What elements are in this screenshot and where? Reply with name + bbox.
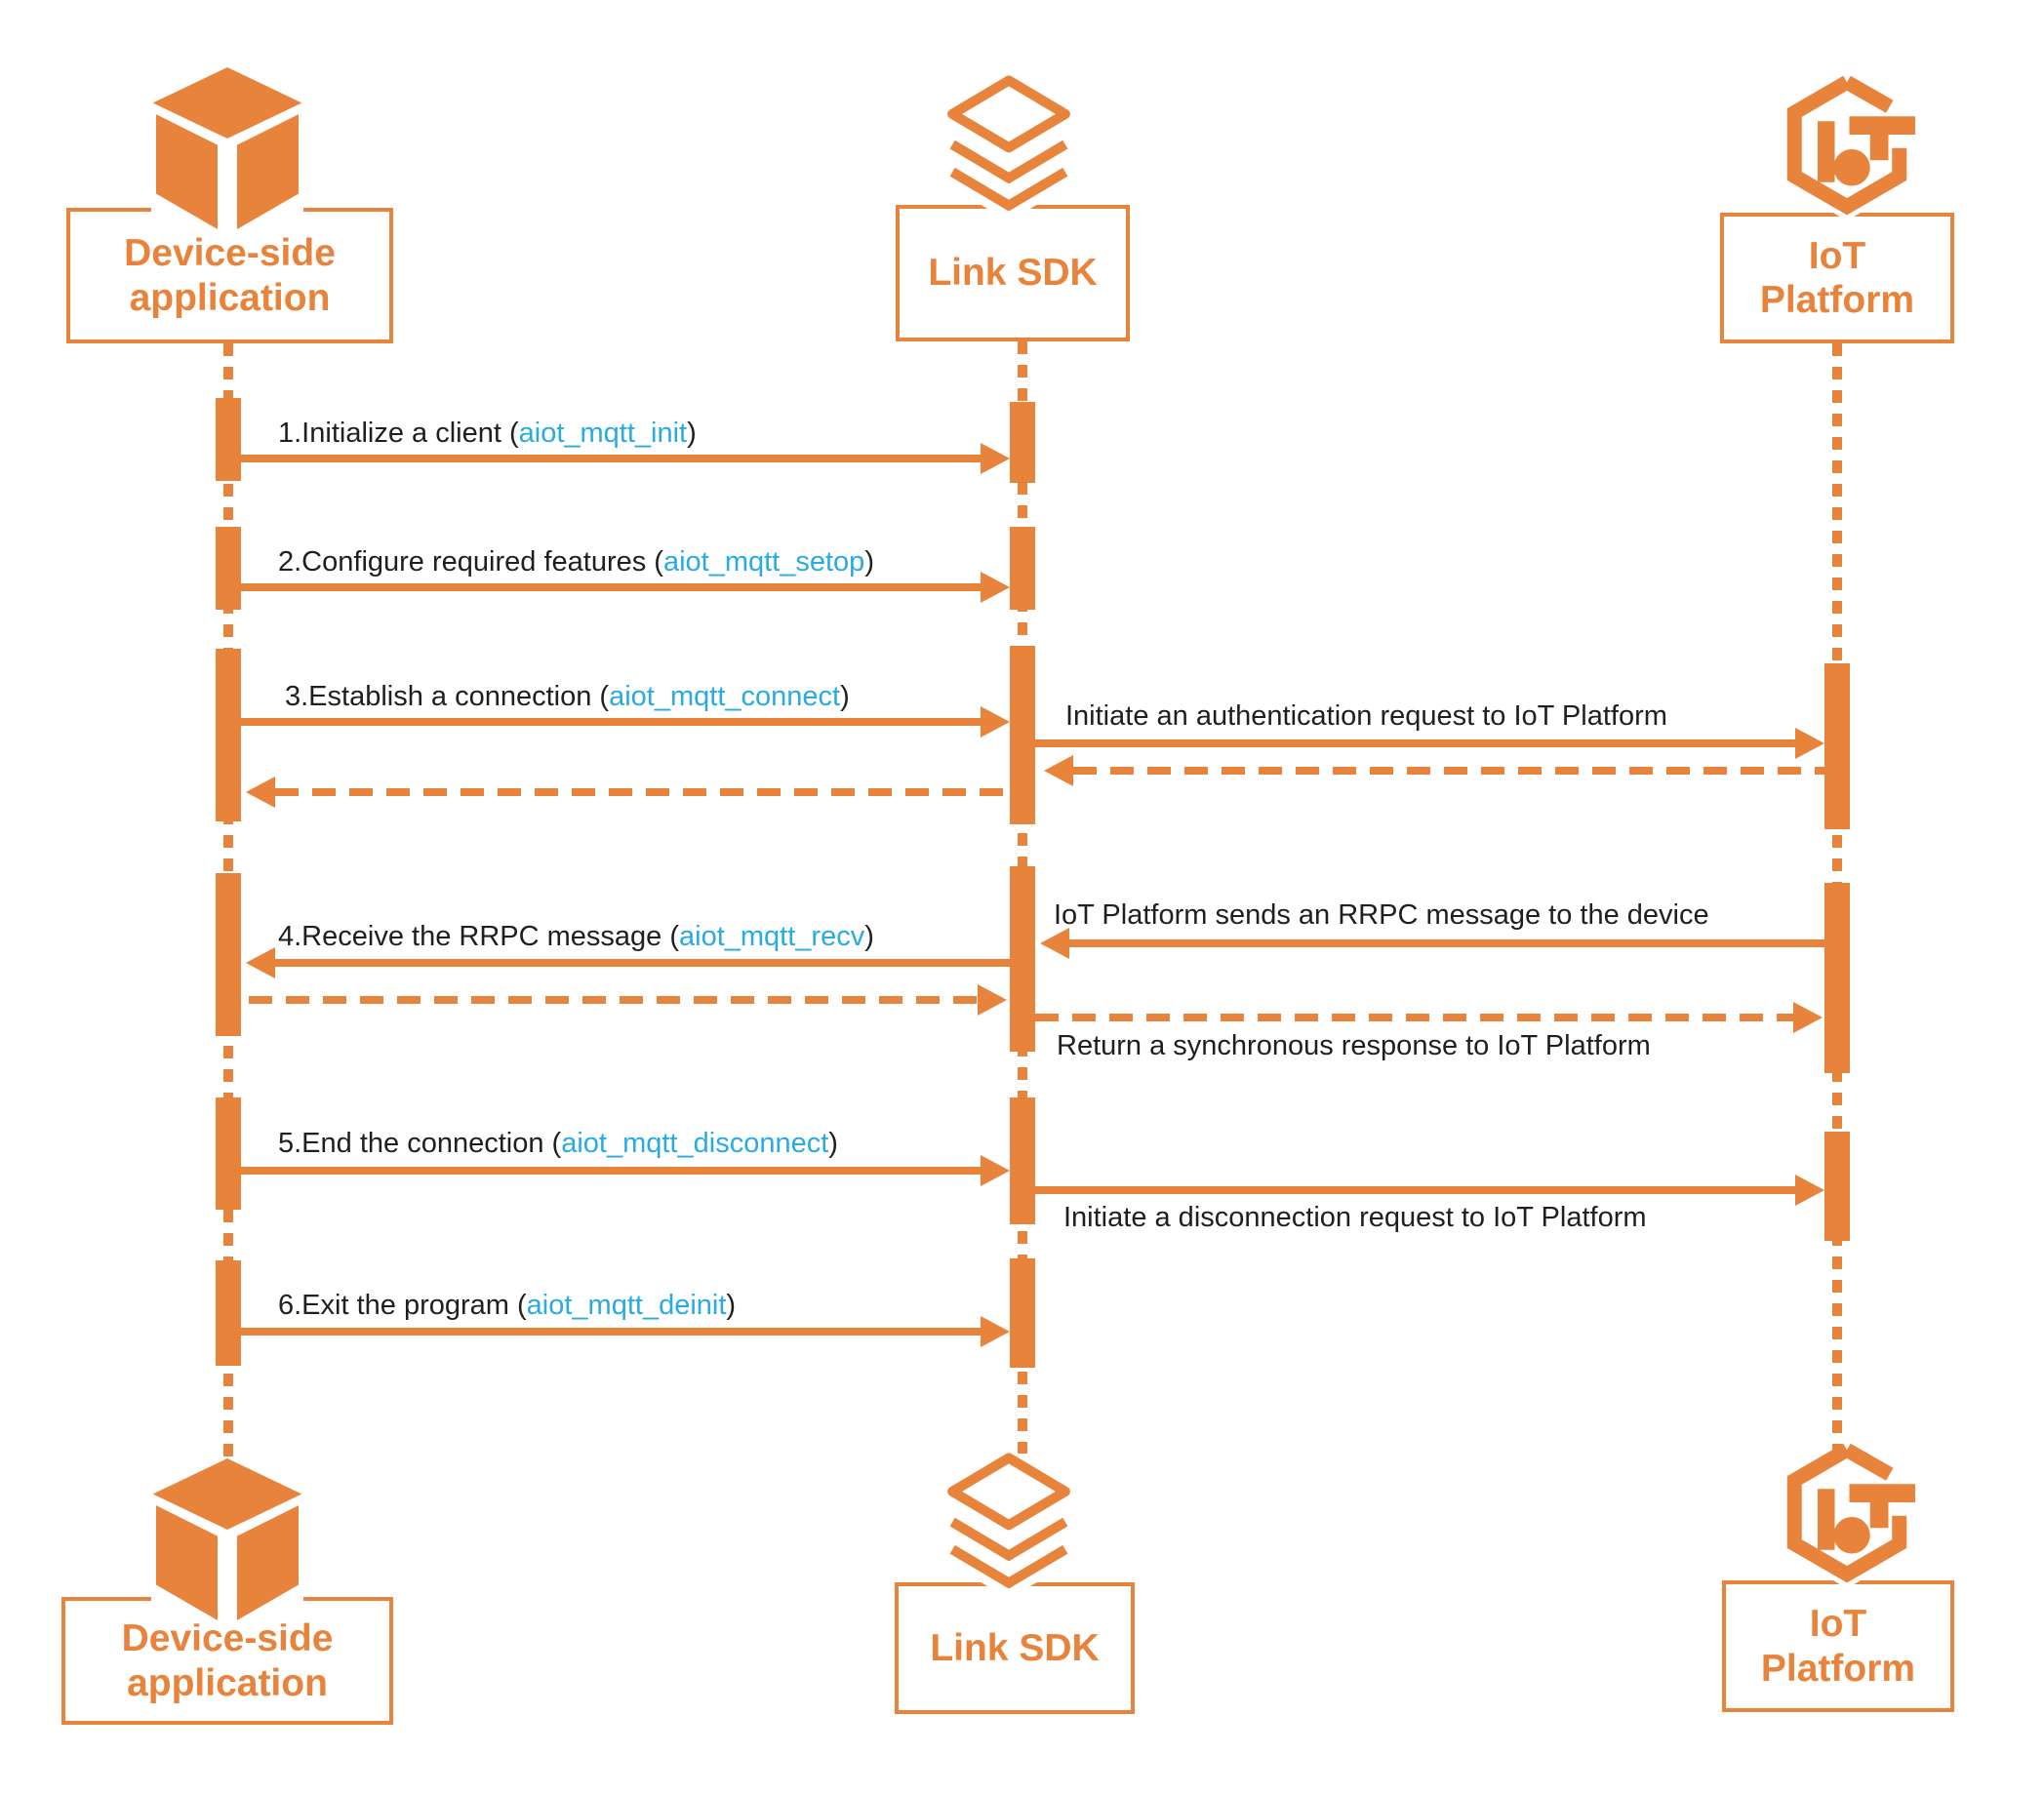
cube-icon	[150, 67, 304, 233]
iot-label-line2: Platform	[1759, 279, 1915, 321]
api-link-aiot-mqtt-connect[interactable]: aiot_mqtt_connect	[609, 681, 841, 712]
api-link-aiot-mqtt-deinit[interactable]: aiot_mqtt_deinit	[526, 1290, 727, 1321]
activation-bar	[1824, 1132, 1850, 1241]
activation-bar	[1010, 1258, 1035, 1368]
activation-bar	[1010, 1097, 1035, 1224]
device-label-line2: application	[129, 276, 331, 319]
message-exit-program: 6.Exit the program (aiot_mqtt_deinit)	[278, 1290, 737, 1321]
arrow-disconnect-request	[1035, 1186, 1795, 1194]
activation-bar	[216, 527, 241, 610]
activation-bar	[1010, 527, 1035, 610]
arrow-initialize-client	[241, 455, 981, 462]
arrow-receive-rrpc	[275, 959, 1010, 967]
message-initialize-client: 1.Initialize a client (aiot_mqtt_init)	[278, 418, 697, 449]
api-link-aiot-mqtt-disconnect[interactable]: aiot_mqtt_disconnect	[561, 1128, 829, 1159]
activation-bar	[216, 398, 241, 481]
message-sync-response: Return a synchronous response to IoT Pla…	[1057, 1030, 1651, 1061]
activation-bar	[1010, 646, 1035, 824]
iot-label-line2: Platform	[1760, 1647, 1916, 1690]
message-establish-connection: 3.Establish a connection (aiot_mqtt_conn…	[285, 681, 850, 712]
arrow-rrpc-send	[1069, 939, 1824, 947]
message-rrpc-send: IoT Platform sends an RRPC message to th…	[1054, 899, 1709, 931]
message-disconnect-request: Initiate a disconnection request to IoT …	[1063, 1202, 1647, 1233]
activation-bar	[1824, 663, 1850, 829]
activation-bar	[216, 649, 241, 821]
sdk-label: Link SDK	[928, 252, 1098, 295]
arrow-end-connection	[241, 1167, 981, 1175]
activation-bar	[1010, 402, 1035, 483]
iot-platform-icon	[1786, 1443, 1915, 1589]
activation-bar	[216, 1260, 241, 1366]
device-label-line1: Device-side	[124, 232, 336, 275]
sdk-label: Link SDK	[930, 1626, 1100, 1669]
layers-icon	[945, 75, 1072, 215]
iot-platform-icon	[1786, 75, 1915, 221]
cube-icon	[150, 1458, 304, 1624]
arrow-rrpc-return-dashed	[249, 996, 978, 1004]
activation-bar	[1010, 866, 1035, 1052]
iot-actor-box-bottom: IoT Platform	[1722, 1580, 1954, 1712]
arrow-connect-return-dashed	[275, 788, 1010, 796]
message-end-connection: 5.End the connection (aiot_mqtt_disconne…	[278, 1128, 838, 1159]
message-auth-request: Initiate an authentication request to Io…	[1065, 700, 1667, 732]
activation-bar	[1824, 883, 1850, 1073]
arrow-configure-features	[241, 583, 981, 591]
activation-bar	[216, 873, 241, 1036]
iot-actor-box-top: IoT Platform	[1720, 213, 1954, 343]
arrow-establish-connection	[241, 718, 981, 726]
device-label-line1: Device-side	[121, 1617, 334, 1660]
arrow-auth-response-dashed	[1073, 767, 1824, 775]
api-link-aiot-mqtt-setop[interactable]: aiot_mqtt_setop	[662, 546, 865, 578]
sdk-actor-box-bottom: Link SDK	[895, 1582, 1135, 1714]
message-configure-features: 2.Configure required features (aiot_mqtt…	[278, 546, 874, 578]
arrow-auth-request	[1035, 739, 1795, 747]
api-link-aiot-mqtt-init[interactable]: aiot_mqtt_init	[518, 418, 688, 449]
arrow-exit-program	[241, 1328, 981, 1336]
message-receive-rrpc: 4.Receive the RRPC message (aiot_mqtt_re…	[278, 921, 874, 952]
arrow-sync-response-dashed	[1035, 1014, 1793, 1021]
iot-label-line1: IoT	[1809, 1603, 1867, 1646]
activation-bar	[216, 1097, 241, 1210]
sdk-actor-box-top: Link SDK	[896, 205, 1130, 341]
device-label-line2: application	[127, 1661, 328, 1704]
iot-label-line1: IoT	[1808, 234, 1866, 277]
layers-icon	[945, 1453, 1072, 1592]
api-link-aiot-mqtt-recv[interactable]: aiot_mqtt_recv	[679, 921, 865, 952]
